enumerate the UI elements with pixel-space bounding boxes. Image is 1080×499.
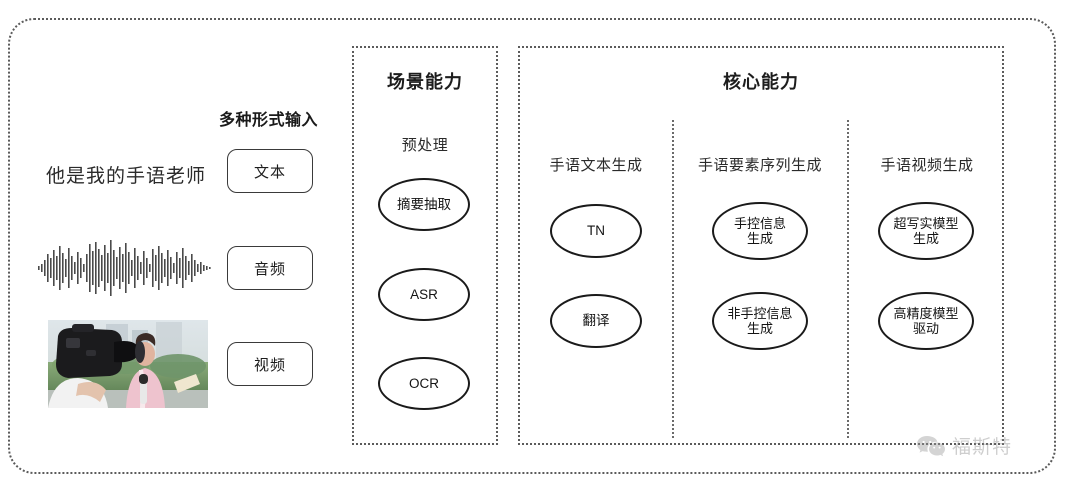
- core-column-title-video-generation: 手语视频生成: [880, 157, 974, 174]
- input-section-heading: 多种形式输入: [219, 112, 319, 129]
- watermark: 福斯特: [916, 432, 1012, 459]
- node-high-precision-model-driving[interactable]: 高精度模型 驱动: [878, 292, 974, 350]
- node-hyperrealistic-model-generation[interactable]: 超写实模型 生成: [878, 202, 974, 260]
- node-summary-extraction[interactable]: 摘要抽取: [378, 178, 470, 231]
- core-column-title-element-sequence: 手语要素序列生成: [697, 157, 822, 174]
- core-column-divider-1: [672, 120, 674, 438]
- node-manual-info-generation[interactable]: 手控信息 生成: [712, 202, 808, 260]
- node-ocr[interactable]: OCR: [378, 357, 470, 410]
- node-asr[interactable]: ASR: [378, 268, 470, 321]
- core-column-divider-2: [847, 120, 849, 438]
- sample-sentence-text: 他是我的手语老师: [46, 166, 207, 187]
- node-translation[interactable]: 翻译: [550, 294, 642, 348]
- audio-waveform-icon: [38, 240, 211, 296]
- input-type-video-box[interactable]: 视频: [227, 342, 313, 386]
- wechat-logo-icon: [917, 435, 945, 456]
- scene-capability-title: 场景能力: [387, 72, 463, 92]
- core-column-title-text-generation: 手语文本生成: [549, 157, 643, 174]
- video-thumbnail: [48, 320, 208, 408]
- diagram-outer-frame: [8, 18, 1056, 474]
- input-type-text-box[interactable]: 文本: [227, 149, 313, 193]
- core-capability-panel: 核心能力 手语文本生成 TN 翻译 手语要素序列生成 手控信息 生成 非手控信息…: [518, 46, 1004, 445]
- scene-capability-panel: 场景能力 预处理 摘要抽取 ASR OCR: [352, 46, 498, 445]
- scene-preprocess-subtitle: 预处理: [401, 137, 449, 154]
- core-capability-title: 核心能力: [723, 72, 799, 92]
- input-type-audio-box[interactable]: 音频: [227, 246, 313, 290]
- node-non-manual-info-generation[interactable]: 非手控信息 生成: [712, 292, 808, 350]
- video-thumbnail-image: [48, 320, 208, 408]
- node-tn[interactable]: TN: [550, 204, 642, 258]
- watermark-text: 福斯特: [952, 437, 1013, 458]
